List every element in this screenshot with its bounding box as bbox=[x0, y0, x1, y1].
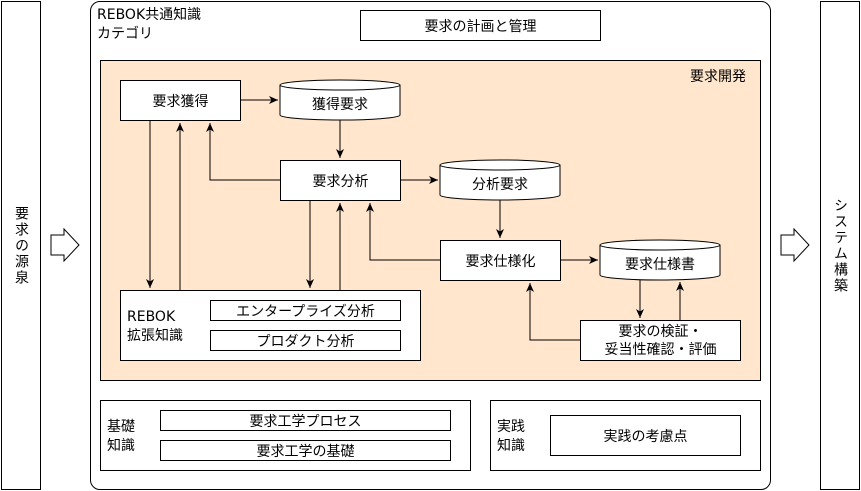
analysis-label: 要求分析 bbox=[312, 173, 369, 190]
rebok-extension-title-line2: 拡張知識 bbox=[127, 328, 183, 344]
enterprise-analysis-box: エンタープライズ分析 bbox=[210, 300, 401, 321]
planning-management-box: 要求の計画と管理 bbox=[360, 10, 601, 41]
validation-box: 要求の検証・ 妥当性確認・評価 bbox=[580, 320, 741, 361]
practice-points-box: 実践の考慮点 bbox=[550, 415, 741, 456]
rebok-common-title-line1: REBOK共通知識 bbox=[97, 7, 202, 23]
re-foundation-box: 要求工学の基礎 bbox=[160, 440, 451, 461]
requirements-development-label: 要求開発 bbox=[690, 69, 746, 85]
practice-points-label: 実践の考慮点 bbox=[603, 428, 688, 445]
rebok-extension-title: REBOK 拡張知識 bbox=[127, 308, 183, 346]
rebok-extension-title-line1: REBOK bbox=[127, 309, 176, 325]
validation-label-line2: 妥当性確認・評価 bbox=[604, 341, 717, 358]
re-foundation-label: 要求工学の基礎 bbox=[256, 443, 355, 460]
specification-box: 要求仕様化 bbox=[440, 240, 561, 281]
planning-management-label: 要求の計画と管理 bbox=[424, 18, 537, 35]
re-process-box: 要求工学プロセス bbox=[160, 410, 451, 431]
requirements-source-label: 要求の源泉 bbox=[13, 205, 29, 286]
basic-knowledge-title: 基礎 知識 bbox=[107, 418, 135, 456]
basic-knowledge-title-line2: 知識 bbox=[107, 438, 135, 454]
practice-knowledge-title: 実践 知識 bbox=[497, 418, 525, 456]
output-block-arrow-icon bbox=[780, 227, 810, 263]
validation-label-line1: 要求の検証・ bbox=[618, 323, 703, 340]
elicited-requirements-label: 獲得要求 bbox=[312, 97, 368, 113]
specification-label: 要求仕様化 bbox=[465, 253, 536, 270]
practice-knowledge-title-line2: 知識 bbox=[497, 438, 525, 454]
system-construction-label: システム構築 bbox=[832, 197, 848, 294]
product-analysis-box: プロダクト分析 bbox=[210, 330, 401, 351]
analysis-box: 要求分析 bbox=[280, 160, 401, 201]
analyzed-requirements-label: 分析要求 bbox=[472, 177, 528, 193]
specification-document-label: 要求仕様書 bbox=[625, 257, 695, 273]
rebok-common-title-line2: カテゴリ bbox=[97, 26, 153, 42]
enterprise-analysis-label: エンタープライズ分析 bbox=[236, 303, 375, 320]
re-process-label: 要求工学プロセス bbox=[249, 413, 362, 430]
elicitation-label: 要求獲得 bbox=[152, 93, 209, 110]
input-block-arrow-icon bbox=[50, 227, 80, 263]
system-construction-panel: システム構築 bbox=[820, 1, 860, 490]
elicitation-box: 要求獲得 bbox=[120, 80, 241, 121]
practice-knowledge-title-line1: 実践 bbox=[497, 419, 525, 435]
basic-knowledge-title-line1: 基礎 bbox=[107, 419, 135, 435]
product-analysis-label: プロダクト分析 bbox=[256, 333, 355, 350]
requirements-source-panel: 要求の源泉 bbox=[1, 1, 41, 490]
rebok-common-title: REBOK共通知識 カテゴリ bbox=[97, 6, 201, 44]
